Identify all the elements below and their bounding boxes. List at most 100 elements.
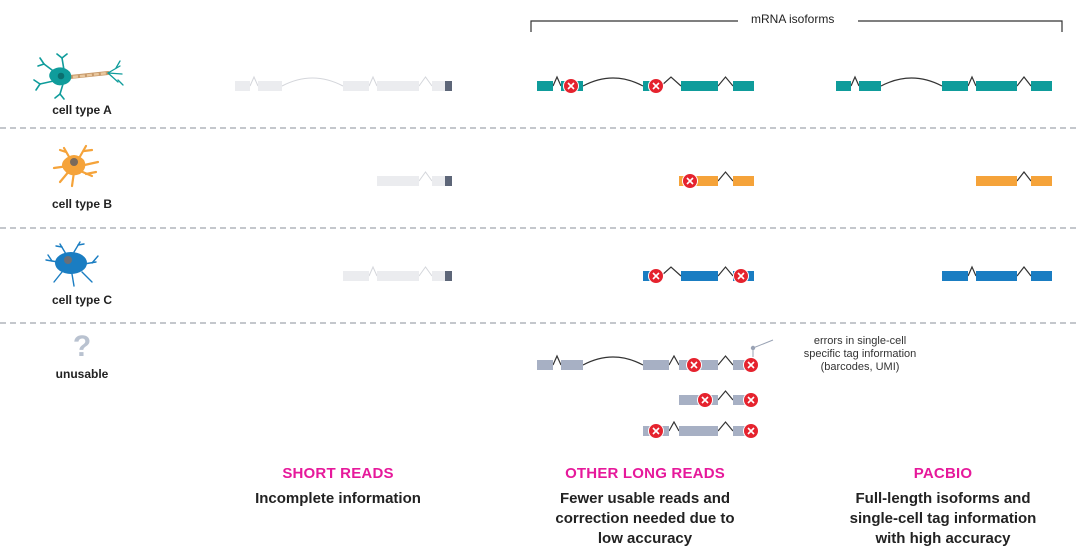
intron bbox=[281, 77, 344, 87]
exon bbox=[681, 81, 718, 91]
bracket-left-arm bbox=[530, 20, 738, 32]
intron bbox=[717, 421, 734, 432]
exon bbox=[679, 426, 718, 436]
tag-error-annotation: errors in single-cell specific tag infor… bbox=[775, 335, 945, 374]
exon bbox=[942, 271, 968, 281]
exon bbox=[859, 81, 881, 91]
exon bbox=[733, 81, 754, 91]
intron bbox=[717, 390, 734, 401]
bracket-right-arm bbox=[858, 20, 1063, 32]
reads-layer bbox=[235, 75, 1052, 439]
exon bbox=[643, 360, 669, 370]
cells-layer bbox=[33, 53, 124, 287]
column-title-pacbio: PACBIO bbox=[913, 465, 973, 482]
error-icon bbox=[563, 78, 579, 94]
row-label-cell-type-c: cell type C bbox=[51, 293, 113, 307]
nucleus bbox=[57, 72, 65, 80]
axon-terminal bbox=[107, 72, 119, 83]
error-icon bbox=[697, 392, 713, 408]
dendrite bbox=[59, 93, 65, 100]
dendrite bbox=[71, 273, 75, 287]
myelin bbox=[72, 71, 109, 79]
error-icon bbox=[743, 423, 759, 439]
row-dividers bbox=[0, 127, 1080, 324]
intron bbox=[717, 171, 734, 182]
dendrite bbox=[58, 148, 68, 154]
intron bbox=[660, 76, 682, 87]
axon-terminal bbox=[107, 65, 121, 74]
column-desc-other-long-reads: Fewer usable reads and correction needed… bbox=[525, 489, 765, 549]
error-icon bbox=[733, 268, 749, 284]
desc-line: correction needed due to bbox=[555, 510, 735, 527]
annotation-pointer bbox=[752, 339, 774, 349]
intron bbox=[249, 75, 259, 87]
dendrite bbox=[59, 83, 64, 95]
annotation-dot bbox=[750, 345, 756, 351]
exon bbox=[343, 271, 369, 281]
column-title-other-long-reads: OTHER LONG READS bbox=[565, 465, 725, 482]
cell-body bbox=[55, 252, 87, 274]
error-cross bbox=[567, 82, 575, 90]
error-cross bbox=[690, 361, 698, 369]
annotation-line: errors in single-cell bbox=[813, 335, 907, 347]
exon bbox=[976, 271, 1017, 281]
read bbox=[976, 171, 1052, 186]
error-cross bbox=[747, 361, 755, 369]
exon bbox=[377, 81, 419, 91]
dendrite bbox=[81, 271, 93, 283]
intron bbox=[582, 356, 644, 366]
error-cross bbox=[652, 427, 660, 435]
column-desc-short-reads: Incomplete information bbox=[218, 489, 458, 509]
intron bbox=[717, 355, 734, 366]
isoforms-bracket bbox=[530, 20, 1063, 32]
dendrite bbox=[56, 53, 63, 59]
exon bbox=[432, 271, 445, 281]
intron bbox=[668, 420, 680, 432]
dendrite bbox=[91, 255, 99, 264]
error-icon bbox=[648, 268, 664, 284]
error-cross bbox=[652, 272, 660, 280]
read bbox=[235, 75, 452, 91]
error-cross bbox=[652, 82, 660, 90]
exon bbox=[377, 271, 419, 281]
annotation-line: (barcodes, UMI) bbox=[820, 361, 900, 373]
read bbox=[679, 390, 754, 405]
intron bbox=[418, 266, 433, 277]
row-label-cell-type-a: cell type A bbox=[52, 103, 112, 117]
dendrite bbox=[47, 254, 53, 262]
dendrite bbox=[33, 79, 41, 85]
exon bbox=[561, 360, 583, 370]
desc-line: Fewer usable reads and bbox=[559, 490, 731, 507]
intron bbox=[368, 75, 378, 87]
exon bbox=[432, 81, 445, 91]
axon-terminal bbox=[107, 72, 123, 75]
exon bbox=[537, 81, 553, 91]
row-label-cell-type-b: cell type B bbox=[51, 197, 113, 211]
dendrite bbox=[59, 243, 67, 255]
desc-line: Incomplete information bbox=[255, 490, 421, 507]
error-icon bbox=[743, 357, 759, 373]
exon bbox=[432, 176, 445, 186]
error-cross bbox=[686, 177, 694, 185]
intron bbox=[967, 265, 977, 277]
intron bbox=[660, 266, 682, 277]
annotation-line: specific tag information bbox=[803, 348, 917, 360]
tag-block bbox=[445, 271, 452, 281]
neuron-a-icon bbox=[33, 53, 124, 100]
error-cross bbox=[747, 396, 755, 404]
exon bbox=[976, 176, 1017, 186]
desc-line: Full-length isoforms and bbox=[855, 490, 1031, 507]
error-cross bbox=[747, 427, 755, 435]
isoforms-label: mRNA isoforms bbox=[745, 12, 841, 26]
exon bbox=[537, 360, 553, 370]
intron bbox=[668, 354, 680, 366]
intron bbox=[552, 75, 562, 87]
error-icon bbox=[648, 423, 664, 439]
exon bbox=[235, 81, 250, 91]
exon bbox=[1031, 271, 1052, 281]
dendrite bbox=[55, 245, 63, 248]
exon bbox=[733, 176, 754, 186]
exon bbox=[1031, 176, 1052, 186]
error-icon bbox=[686, 357, 702, 373]
exon bbox=[942, 81, 968, 91]
